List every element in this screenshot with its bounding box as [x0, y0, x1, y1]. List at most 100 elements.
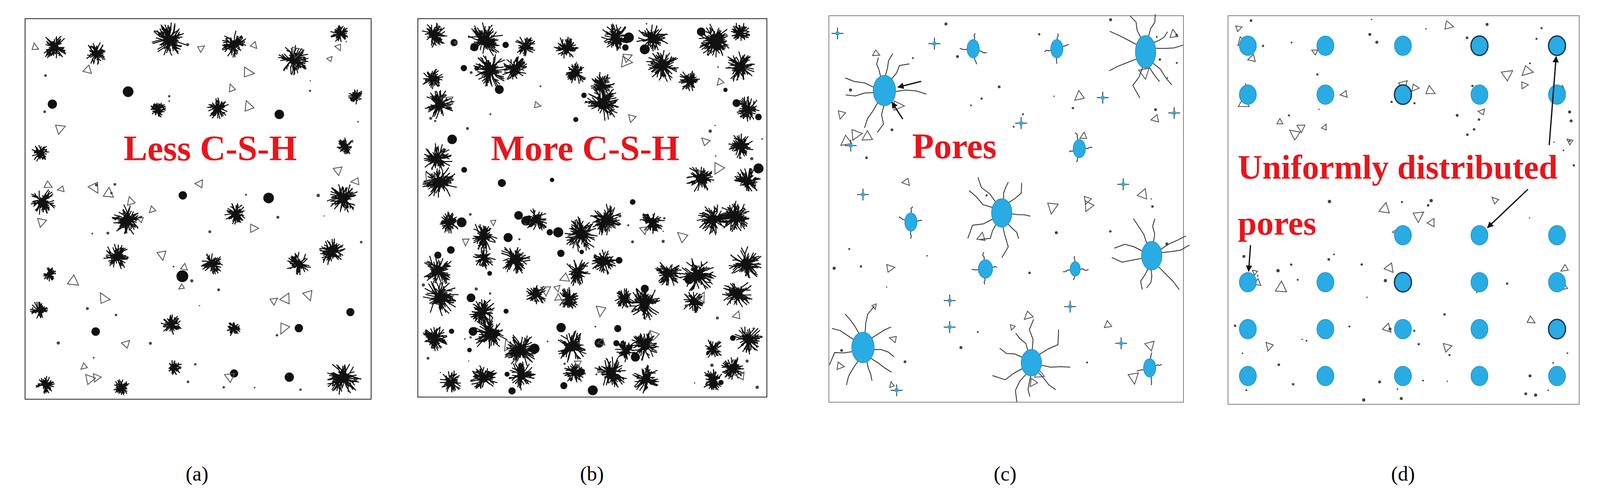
grain-dot	[113, 183, 116, 186]
grain-triangle	[100, 292, 110, 304]
pore	[1394, 84, 1412, 105]
csh-core	[729, 212, 740, 223]
grain-dot	[1256, 275, 1259, 277]
csh-cluster	[468, 22, 503, 56]
grain-dot	[1400, 201, 1403, 204]
csh-nucleus	[468, 327, 478, 336]
pore	[1316, 272, 1334, 293]
grain-triangle	[279, 293, 290, 305]
micro-pore	[1121, 182, 1126, 187]
grain-triangle	[1275, 281, 1287, 292]
csh-cluster	[225, 203, 246, 225]
micro-illustration	[829, 16, 1184, 403]
grain-triangle	[490, 220, 496, 226]
pore-crack	[1109, 14, 1184, 99]
grain-dot	[466, 127, 470, 131]
pore	[1316, 366, 1334, 386]
csh-cluster	[423, 69, 443, 89]
csh-nucleus	[732, 99, 741, 108]
panel-caption: Pores	[912, 125, 997, 169]
csh-cluster	[473, 247, 496, 270]
grain-triangle	[1150, 114, 1159, 122]
csh-core	[533, 216, 541, 224]
csh-cluster	[687, 167, 714, 192]
grain-dot	[605, 80, 609, 84]
grain-triangle	[425, 172, 436, 184]
pore-crack	[1069, 132, 1093, 162]
grain-triangle	[1104, 321, 1113, 329]
grain-triangle	[270, 298, 278, 306]
csh-cluster	[566, 260, 590, 286]
csh-nucleus	[553, 227, 564, 238]
grain-dot	[275, 334, 279, 337]
pore	[978, 259, 993, 279]
csh-cluster	[721, 357, 744, 380]
grain-dot	[627, 224, 630, 227]
grain-dot	[717, 66, 719, 68]
grain-dot	[469, 71, 473, 75]
grain-dot	[421, 283, 425, 287]
csh-core	[163, 34, 175, 46]
grain-dot	[1399, 397, 1403, 401]
grain-dot	[1443, 313, 1446, 316]
micro-crack-cross	[844, 139, 857, 152]
grain-triangle	[224, 373, 235, 383]
csh-core	[735, 62, 745, 72]
grain-dot	[245, 194, 248, 197]
csh-nucleus	[546, 229, 553, 236]
csh-core	[695, 174, 705, 184]
grain-dot	[1422, 380, 1424, 382]
micro-pore	[835, 31, 840, 36]
csh-cluster	[470, 366, 497, 389]
grain-dot	[433, 119, 437, 122]
grain-dot	[708, 129, 713, 133]
csh-cluster	[87, 42, 106, 65]
grain-triangle	[1560, 264, 1569, 272]
grain-dot	[1485, 22, 1489, 26]
csh-cluster	[566, 62, 586, 84]
grain-dot	[309, 80, 311, 82]
grain-dot	[848, 88, 852, 92]
grain-dot	[926, 255, 929, 257]
subfigure-label: (c)	[993, 461, 1017, 487]
grain-dot	[1175, 61, 1178, 65]
grain-dot	[903, 360, 907, 364]
grain-dot	[464, 338, 466, 341]
pore	[1470, 272, 1488, 293]
grain-dot	[944, 22, 948, 26]
csh-nucleus	[456, 217, 467, 228]
grain-dot	[977, 331, 979, 333]
csh-nucleus	[529, 343, 540, 355]
csh-core	[509, 254, 520, 265]
grain-triangle	[44, 181, 53, 188]
grain-dot	[1362, 398, 1366, 403]
subfigure-label: (d)	[1391, 461, 1415, 487]
leader-arrow	[1248, 245, 1251, 272]
grain-dot	[299, 388, 302, 392]
csh-nucleus	[447, 246, 455, 254]
pore	[1141, 241, 1162, 271]
csh-nucleus	[503, 233, 513, 243]
grain-dot	[168, 95, 171, 98]
grain-dot	[489, 113, 492, 116]
grain-dot	[1155, 36, 1158, 38]
grain-triangle	[639, 227, 648, 235]
grain-triangle	[57, 186, 65, 192]
csh-nucleus	[294, 324, 304, 333]
grain-triangle	[1411, 84, 1420, 92]
grain-dot	[345, 41, 347, 43]
grain-triangle	[1413, 212, 1424, 223]
csh-nucleus	[696, 27, 706, 37]
micro-illustration	[25, 19, 371, 400]
pore	[1470, 225, 1488, 246]
micro-crack-cross	[1168, 107, 1181, 119]
grain-triangle	[229, 84, 236, 92]
pore	[1239, 366, 1257, 386]
csh-core	[327, 247, 336, 257]
csh-core	[485, 64, 496, 76]
grain-dot	[704, 267, 708, 272]
csh-core	[433, 265, 443, 276]
grain-dot	[752, 327, 755, 330]
grain-dot	[86, 307, 90, 311]
grain-triangle	[1296, 125, 1305, 133]
